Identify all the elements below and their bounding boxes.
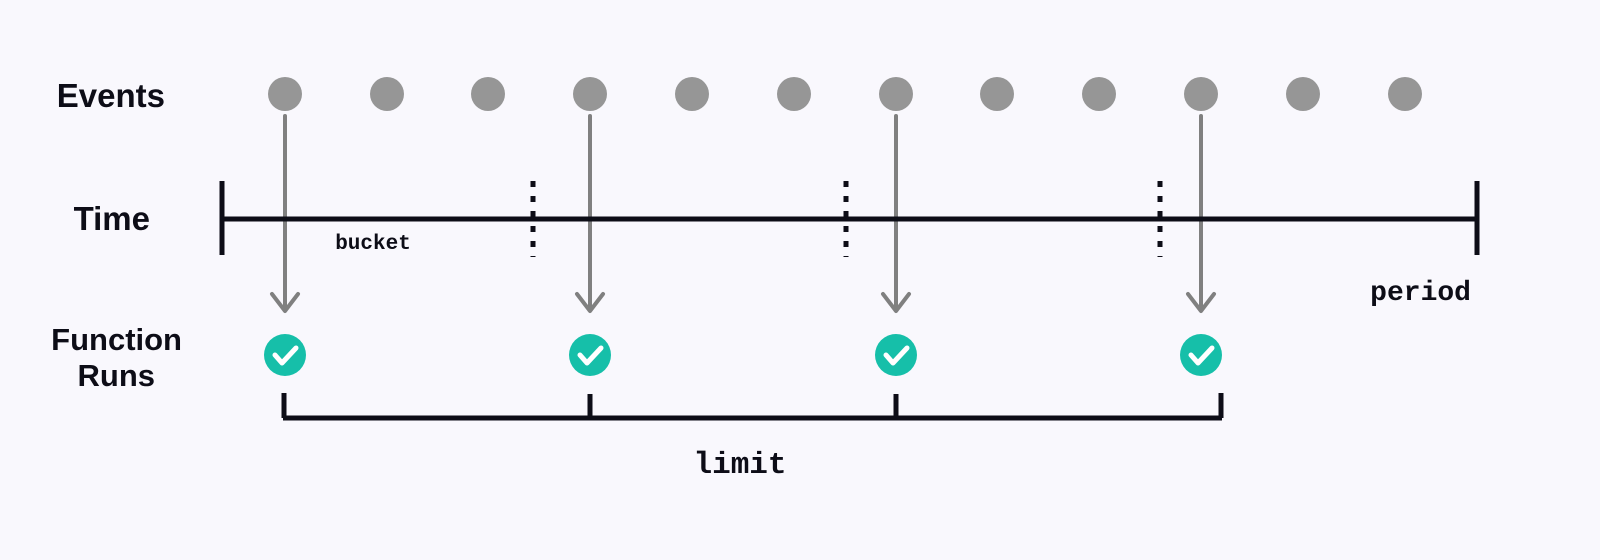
trigger-arrow — [881, 114, 911, 313]
trigger-arrow-group — [270, 114, 1216, 313]
event-dot[interactable] — [675, 77, 709, 111]
time-axis — [219, 181, 1480, 257]
function-runs-row-label-line1: Function — [51, 322, 182, 357]
function-run-success[interactable] — [875, 334, 917, 376]
function-run-success[interactable] — [264, 334, 306, 376]
run-status-circle — [569, 334, 611, 376]
run-status-circle — [1180, 334, 1222, 376]
function-run-success[interactable] — [1180, 334, 1222, 376]
limit-label: limit — [693, 448, 786, 483]
event-dot[interactable] — [573, 77, 607, 111]
event-dot[interactable] — [471, 77, 505, 111]
bucket-label: bucket — [335, 233, 411, 256]
check-icon — [272, 345, 299, 366]
event-dot[interactable] — [879, 77, 913, 111]
events-dot-group — [268, 77, 1422, 111]
event-dot[interactable] — [777, 77, 811, 111]
events-row-label: Events — [57, 77, 165, 114]
trigger-arrow — [270, 114, 300, 313]
check-icon — [883, 345, 910, 366]
event-dot[interactable] — [268, 77, 302, 111]
function-run-group — [264, 334, 1222, 376]
event-dot[interactable] — [1388, 77, 1422, 111]
trigger-arrow — [1186, 114, 1216, 313]
function-run-success[interactable] — [569, 334, 611, 376]
event-dot[interactable] — [980, 77, 1014, 111]
event-dot[interactable] — [1184, 77, 1218, 111]
time-row-label: Time — [74, 200, 150, 237]
arrow-head-icon — [270, 292, 300, 313]
function-runs-row-label-line2: Runs — [78, 358, 156, 393]
event-dot[interactable] — [370, 77, 404, 111]
arrow-head-icon — [1186, 292, 1216, 313]
period-label: period — [1370, 278, 1471, 309]
check-icon — [1188, 345, 1215, 366]
check-icon — [577, 345, 604, 366]
event-dot[interactable] — [1286, 77, 1320, 111]
run-status-circle — [264, 334, 306, 376]
run-status-circle — [875, 334, 917, 376]
arrow-head-icon — [881, 292, 911, 313]
limit-bracket — [281, 393, 1224, 421]
trigger-arrow — [575, 114, 605, 313]
event-dot[interactable] — [1082, 77, 1116, 111]
arrow-head-icon — [575, 292, 605, 313]
